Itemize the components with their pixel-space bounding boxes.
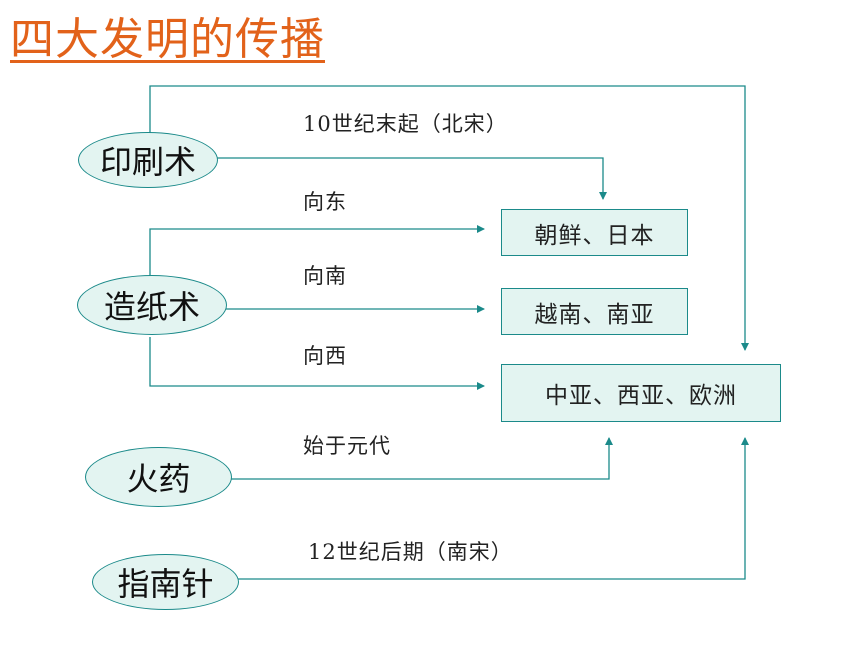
connector-printing-to-europe [149,85,749,351]
connector-paper-west [149,337,485,390]
page-title: 四大发明的传播 [10,14,325,65]
destination-vietnam-south-asia: 越南、南亚 [501,288,688,335]
invention-compass: 指南针 [92,554,239,610]
label-south: 向南 [303,264,347,288]
invention-gunpowder: 火药 [85,447,232,507]
connector-compass [238,437,749,580]
label-gunpowder-time: 始于元代 [303,434,391,458]
label-east: 向东 [303,190,347,214]
label-compass-time: 12世纪后期（南宋） [308,540,513,564]
invention-paper: 造纸术 [77,275,227,335]
invention-printing: 印刷术 [78,132,218,188]
label-printing-time: 10世纪末起（北宋） [303,112,508,136]
destination-korea-japan: 朝鲜、日本 [501,209,688,256]
connector-printing-to-korea-japan [216,157,607,200]
label-west: 向西 [303,344,347,368]
connector-paper-east [149,225,485,278]
destination-central-west-asia-europe: 中亚、西亚、欧洲 [501,364,781,422]
connector-gunpowder [231,437,613,480]
